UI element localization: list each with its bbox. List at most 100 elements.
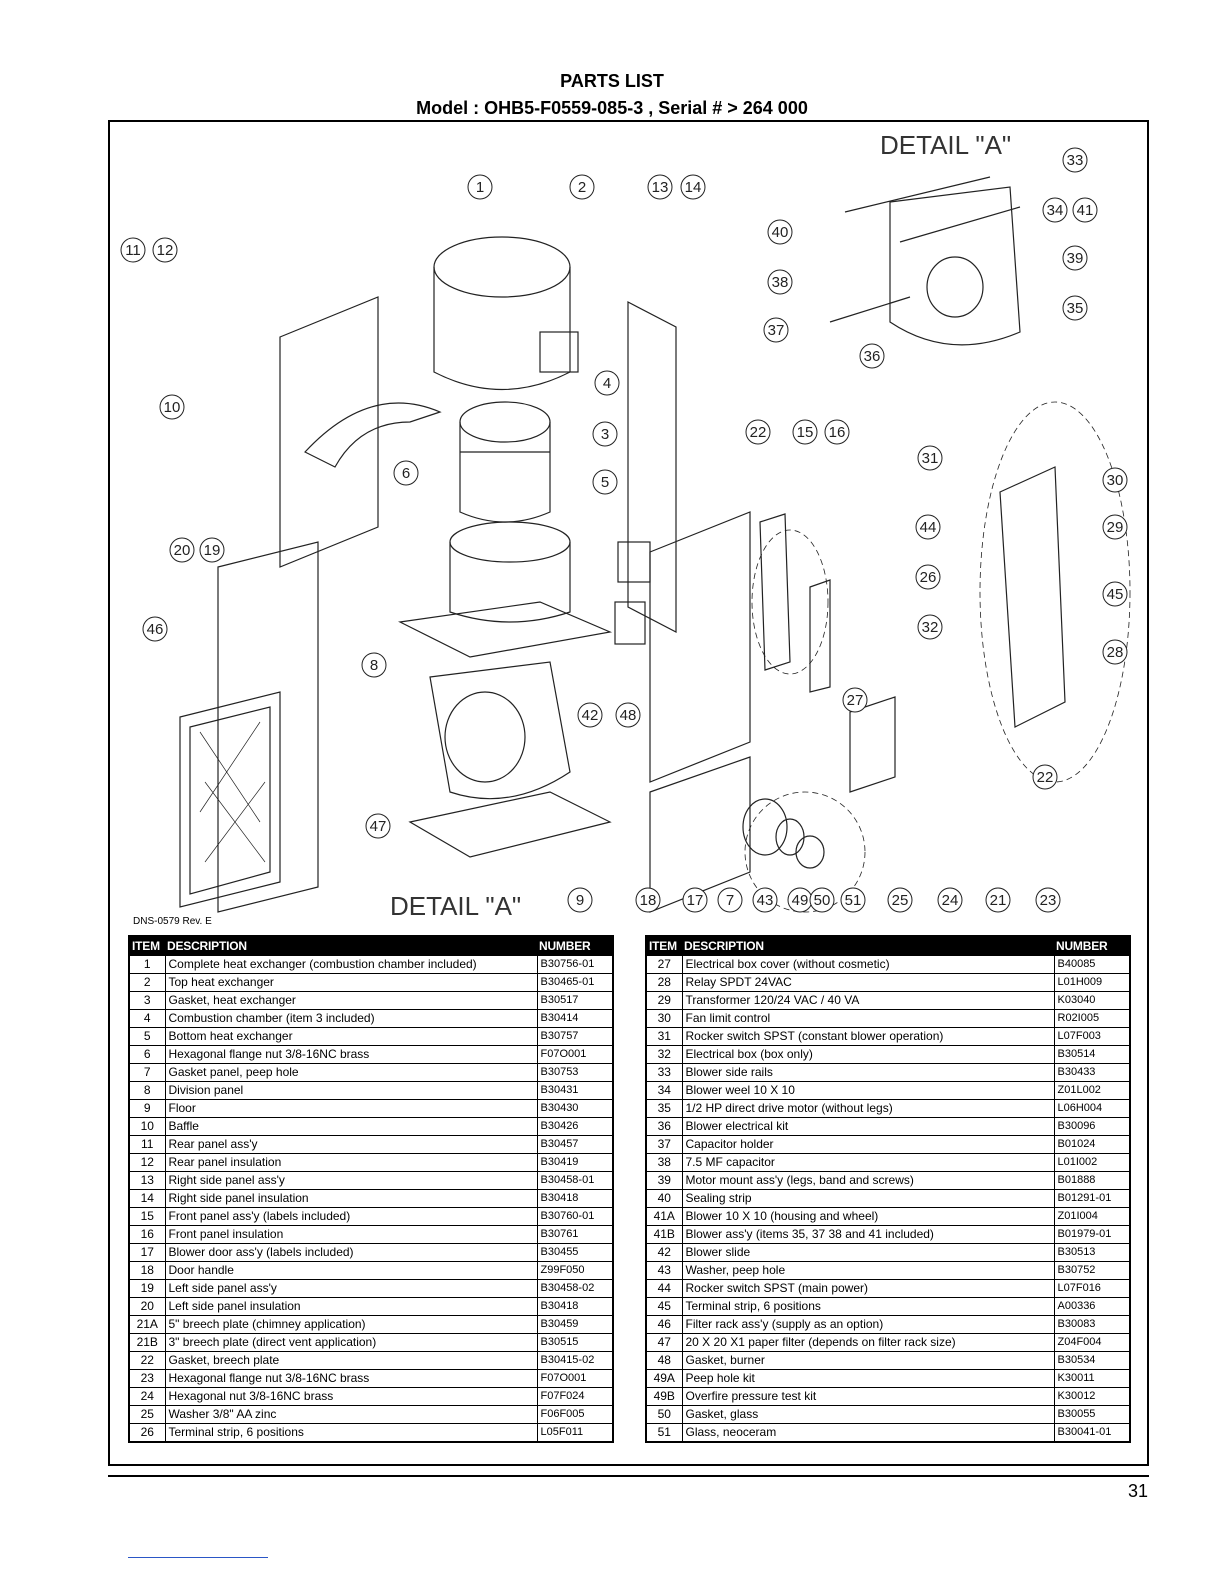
detail-label-bottom: DETAIL "A": [390, 891, 521, 921]
description-cell: Right side panel ass'y: [164, 1171, 538, 1190]
description-cell: Gasket, glass: [681, 1405, 1055, 1424]
part-number-cell: B30756-01: [536, 955, 614, 974]
callout-bubble: 10: [159, 394, 185, 420]
part-number-cell: B30418: [536, 1189, 614, 1208]
part-number-cell: B30457: [536, 1135, 614, 1154]
description-cell: Right side panel insulation: [164, 1189, 538, 1208]
description-cell: Rear panel ass'y: [164, 1135, 538, 1154]
part-number-cell: L06H004: [1053, 1099, 1131, 1118]
part-number-cell: B30761: [536, 1225, 614, 1244]
header-number: NUMBER: [537, 936, 613, 956]
item-cell: 28: [645, 973, 683, 992]
callout-number: 42: [582, 707, 599, 724]
callout-bubble: 24: [937, 887, 963, 913]
callout-number: 48: [620, 707, 637, 724]
header-item: ITEM: [646, 936, 682, 956]
callout-number: 16: [829, 424, 846, 441]
description-cell: Blower side rails: [681, 1063, 1055, 1082]
description-cell: Division panel: [164, 1081, 538, 1100]
description-cell: Bottom heat exchanger: [164, 1027, 538, 1046]
header-description: DESCRIPTION: [682, 936, 1054, 956]
callout-number: 38: [772, 274, 789, 291]
item-cell: 8: [128, 1081, 166, 1100]
item-cell: 40: [645, 1189, 683, 1208]
description-cell: 20 X 20 X1 paper filter (depends on filt…: [681, 1333, 1055, 1352]
part-number-cell: B01291-01: [1053, 1189, 1131, 1208]
page-number: 31: [1127, 1481, 1148, 1501]
callout-number: 9: [576, 892, 584, 909]
item-cell: 26: [128, 1423, 166, 1443]
item-cell: 1: [128, 955, 166, 974]
callout-bubble: 27: [842, 687, 868, 713]
bottom-link-underline[interactable]: [128, 1557, 268, 1558]
callout-bubble: 31: [917, 445, 943, 471]
callout-bubble: 50: [809, 887, 835, 913]
item-cell: 46: [645, 1315, 683, 1334]
description-cell: Blower ass'y (items 35, 37 38 and 41 inc…: [681, 1225, 1055, 1244]
callout-number: 25: [892, 892, 909, 909]
item-cell: 17: [128, 1243, 166, 1262]
model-serial-subtitle: Model : OHB5-F0559-085-3 , Serial # > 26…: [416, 98, 808, 118]
callout-number: 6: [402, 465, 410, 482]
callout-bubble: 47: [365, 813, 391, 839]
part-number-cell: B30419: [536, 1153, 614, 1172]
part-number-cell: B30041-01: [1053, 1423, 1131, 1443]
part-number-cell: B30431: [536, 1081, 614, 1100]
callout-bubble: 36: [859, 343, 885, 369]
callout-bubble: 1: [467, 174, 493, 200]
callout-bubble: 45: [1102, 581, 1128, 607]
part-number-cell: B30430: [536, 1099, 614, 1118]
description-cell: Left side panel insulation: [164, 1297, 538, 1316]
item-cell: 4: [128, 1009, 166, 1028]
part-number-cell: L05F011: [536, 1423, 614, 1443]
description-cell: Terminal strip, 6 positions: [681, 1297, 1055, 1316]
part-number-cell: B01888: [1053, 1171, 1131, 1190]
callout-bubble: 14: [680, 174, 706, 200]
callout-number: 29: [1107, 519, 1124, 536]
callout-number: 39: [1067, 250, 1084, 267]
callout-number: 13: [652, 179, 669, 196]
callout-bubble: 11: [120, 237, 146, 263]
callout-number: 22: [1037, 769, 1054, 786]
description-cell: Blower 10 X 10 (housing and wheel): [681, 1207, 1055, 1226]
item-cell: 20: [128, 1297, 166, 1316]
header-number: NUMBER: [1054, 936, 1130, 956]
item-cell: 39: [645, 1171, 683, 1190]
description-cell: Hexagonal flange nut 3/8-16NC brass: [164, 1369, 538, 1388]
description-cell: Complete heat exchanger (combustion cham…: [164, 955, 538, 974]
part-number-cell: B30514: [1053, 1045, 1131, 1064]
part-number-cell: B30534: [1053, 1351, 1131, 1370]
item-cell: 27: [645, 955, 683, 974]
description-cell: Hexagonal flange nut 3/8-16NC brass: [164, 1045, 538, 1064]
callout-number: 32: [922, 619, 939, 636]
item-cell: 24: [128, 1387, 166, 1406]
item-cell: 11: [128, 1135, 166, 1154]
callout-bubble: 35: [1062, 295, 1088, 321]
footer-rule: [108, 1475, 1149, 1477]
callout-bubble: 6: [393, 460, 419, 486]
callout-number: 36: [864, 348, 881, 365]
item-cell: 49A: [645, 1369, 683, 1388]
item-cell: 9: [128, 1099, 166, 1118]
callout-bubble: 44: [915, 514, 941, 540]
item-cell: 51: [645, 1423, 683, 1443]
callout-number: 26: [920, 569, 937, 586]
callout-bubble: 21: [985, 887, 1011, 913]
description-cell: Transformer 120/24 VAC / 40 VA: [681, 991, 1055, 1010]
part-number-cell: K03040: [1053, 991, 1131, 1010]
description-cell: Electrical box (box only): [681, 1045, 1055, 1064]
